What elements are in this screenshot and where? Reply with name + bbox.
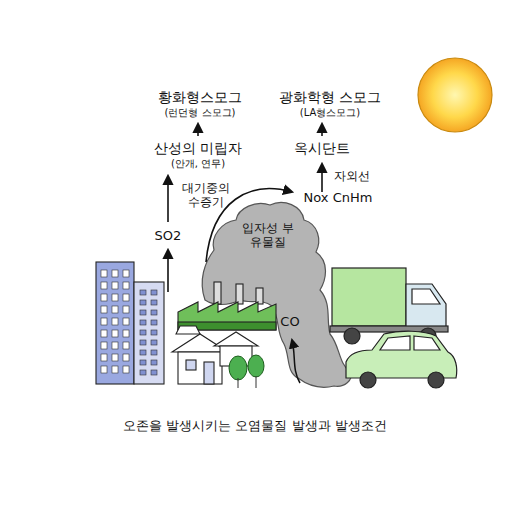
condition-label: 자외선 (327, 170, 377, 184)
pollutant-label: SO2 (146, 229, 190, 244)
product-note: (안개, 연무) (143, 158, 253, 170)
pollutant-label: 입자성 부유물질 (237, 222, 299, 250)
car (346, 331, 457, 388)
smog-type-title: 황화형스모그 (135, 89, 265, 105)
condition-label: 대기중의 수증기 (175, 182, 237, 210)
factory (178, 282, 276, 330)
smog-type-title: 광화학형 스모그 (260, 89, 400, 105)
smog-type-subtitle: (런던형 스모그) (135, 107, 265, 119)
trees (229, 355, 264, 388)
houses (172, 326, 258, 384)
pollutant-label: CO (270, 315, 310, 330)
sun (418, 58, 492, 132)
product-label: 옥시단트 (267, 140, 377, 156)
figure-caption: 오존을 발생시키는 오염물질 발생과 발생조건 (35, 419, 475, 434)
smoke-plume (202, 202, 351, 387)
buildings (96, 262, 164, 384)
product-label: 산성의 미립자 (133, 140, 263, 156)
smog-type-subtitle: (LA형스모그) (265, 107, 395, 119)
pollutant-label: Nox CnHm (288, 191, 388, 206)
